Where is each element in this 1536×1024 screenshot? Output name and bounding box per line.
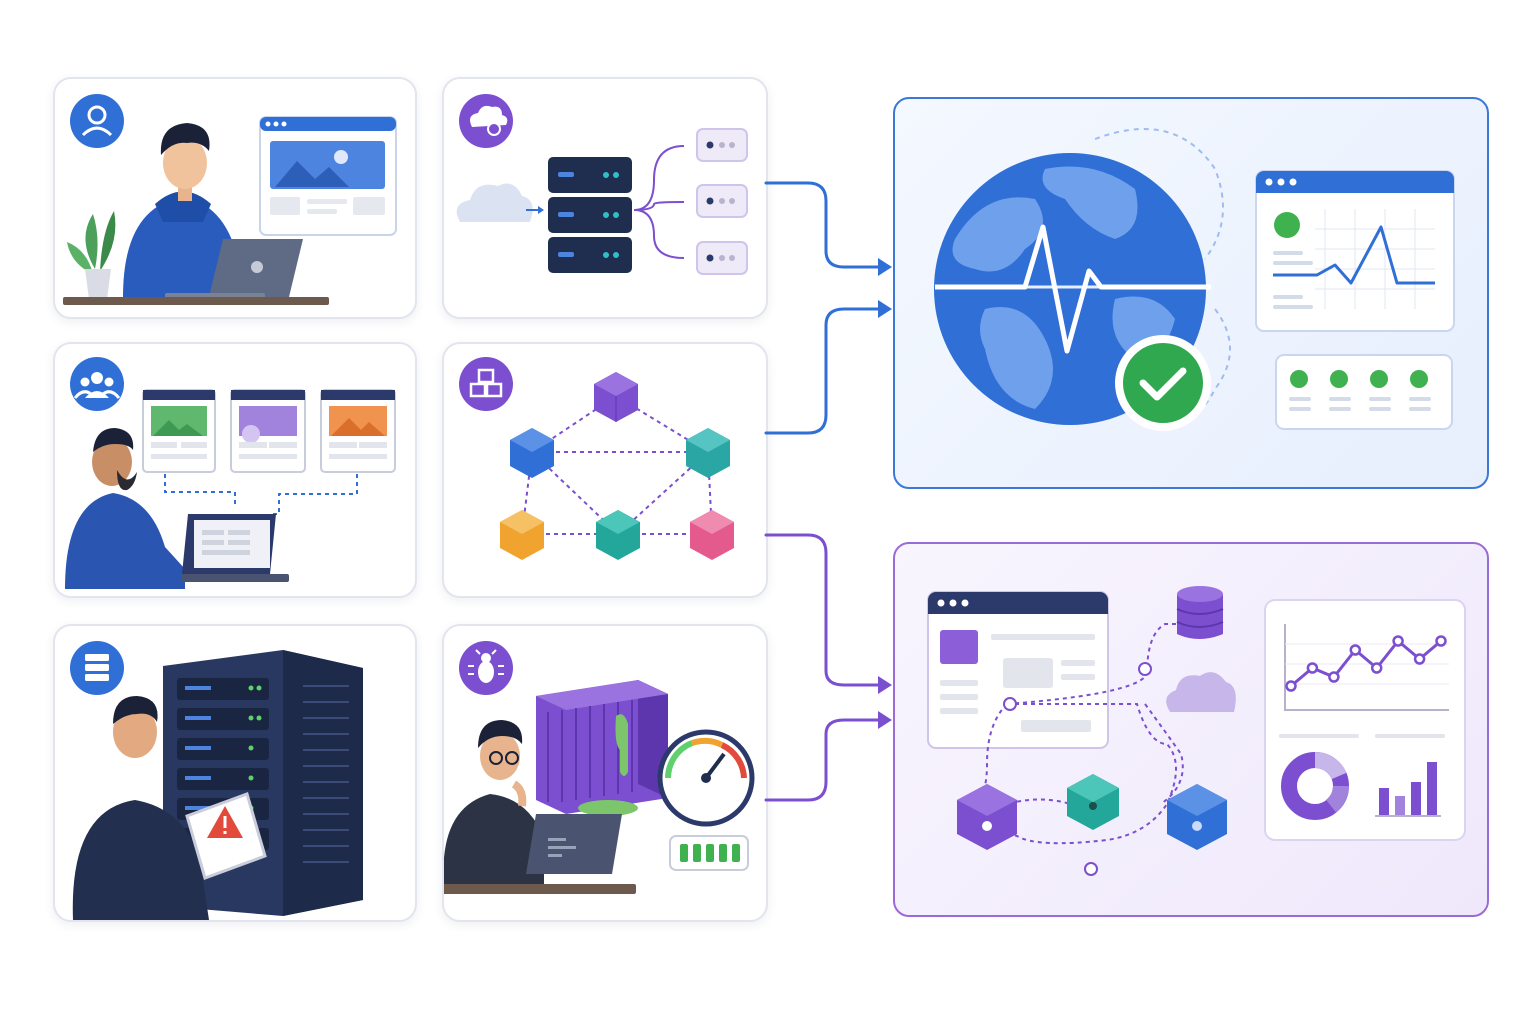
database-icon — [1176, 586, 1224, 639]
arrow-debugging-to-platform — [764, 718, 882, 802]
environment-windows — [142, 389, 396, 473]
bar-chart-icon — [1375, 762, 1441, 817]
service-cube-teal-2 — [596, 510, 640, 560]
warning-icon — [207, 806, 243, 838]
laptop-illustration — [181, 514, 289, 582]
desk — [63, 297, 329, 305]
analytics-panel — [1264, 599, 1466, 841]
microservices-card — [442, 342, 768, 598]
debugging-card — [442, 624, 768, 922]
routing-lines — [633, 145, 685, 259]
team-icon — [70, 357, 124, 411]
cube-teal — [1067, 774, 1119, 830]
cloud-gear-icon — [459, 94, 513, 148]
bug-icon — [459, 641, 513, 695]
team-card — [53, 342, 417, 598]
arrow-microservices-to-platform — [764, 533, 882, 687]
cube-purple — [957, 784, 1017, 850]
cubes-icon — [459, 357, 513, 411]
cloud-illustration — [456, 183, 533, 222]
service-cube-purple — [594, 372, 638, 422]
cloud-icon — [1166, 672, 1236, 712]
analytics-point — [1285, 680, 1297, 692]
gauge-icon — [657, 729, 755, 827]
service-cube-teal — [686, 428, 730, 478]
tablet-illustration — [185, 792, 267, 880]
container-illustration — [536, 680, 668, 816]
platform-output-panel — [893, 542, 1489, 917]
service-cube-orange — [500, 510, 544, 560]
thinking-developer-illustration — [444, 720, 544, 888]
service-cube-pink — [690, 510, 734, 560]
datacenter-card — [53, 624, 417, 922]
desk — [444, 884, 636, 894]
analytics-point — [1435, 635, 1447, 647]
server-stack-illustration — [548, 157, 632, 273]
server-rack-illustration — [163, 650, 363, 916]
browser-window-illustration — [259, 116, 397, 236]
analytics-line-points — [1285, 635, 1447, 692]
monitoring-output-panel — [893, 97, 1489, 489]
progress-segments — [669, 835, 749, 871]
analytics-point — [1349, 644, 1362, 656]
analytics-point — [1328, 671, 1340, 683]
laptop-illustration — [526, 814, 622, 874]
vital-signs-chart — [1273, 225, 1435, 285]
developer-person-illustration — [123, 123, 243, 297]
cube-blue — [1167, 784, 1227, 850]
connection-lines — [164, 474, 358, 515]
analytics-point — [1370, 662, 1383, 674]
endpoint-nodes — [696, 128, 748, 275]
engineer-person-illustration — [72, 696, 210, 920]
check-circle-icon — [1115, 335, 1211, 431]
heartbeat-line — [935, 224, 1211, 354]
analytics-point — [1392, 635, 1404, 647]
donut-chart-icon — [1281, 752, 1349, 820]
plant-illustration — [67, 211, 116, 299]
user-icon — [70, 94, 124, 148]
status-indicators — [1275, 354, 1453, 430]
arrow-gateway-to-monitoring — [764, 181, 882, 269]
gateway-card — [442, 77, 768, 319]
arrow-microservices-to-monitoring — [764, 307, 882, 435]
server-stack-icon — [70, 641, 124, 695]
developer-card — [53, 77, 417, 319]
analytics-point — [1306, 662, 1319, 674]
service-cube-blue — [510, 428, 554, 478]
analytics-point — [1413, 653, 1426, 665]
app-window — [927, 591, 1109, 749]
team-person-illustration — [65, 428, 185, 589]
dashboard-window — [1255, 170, 1455, 332]
